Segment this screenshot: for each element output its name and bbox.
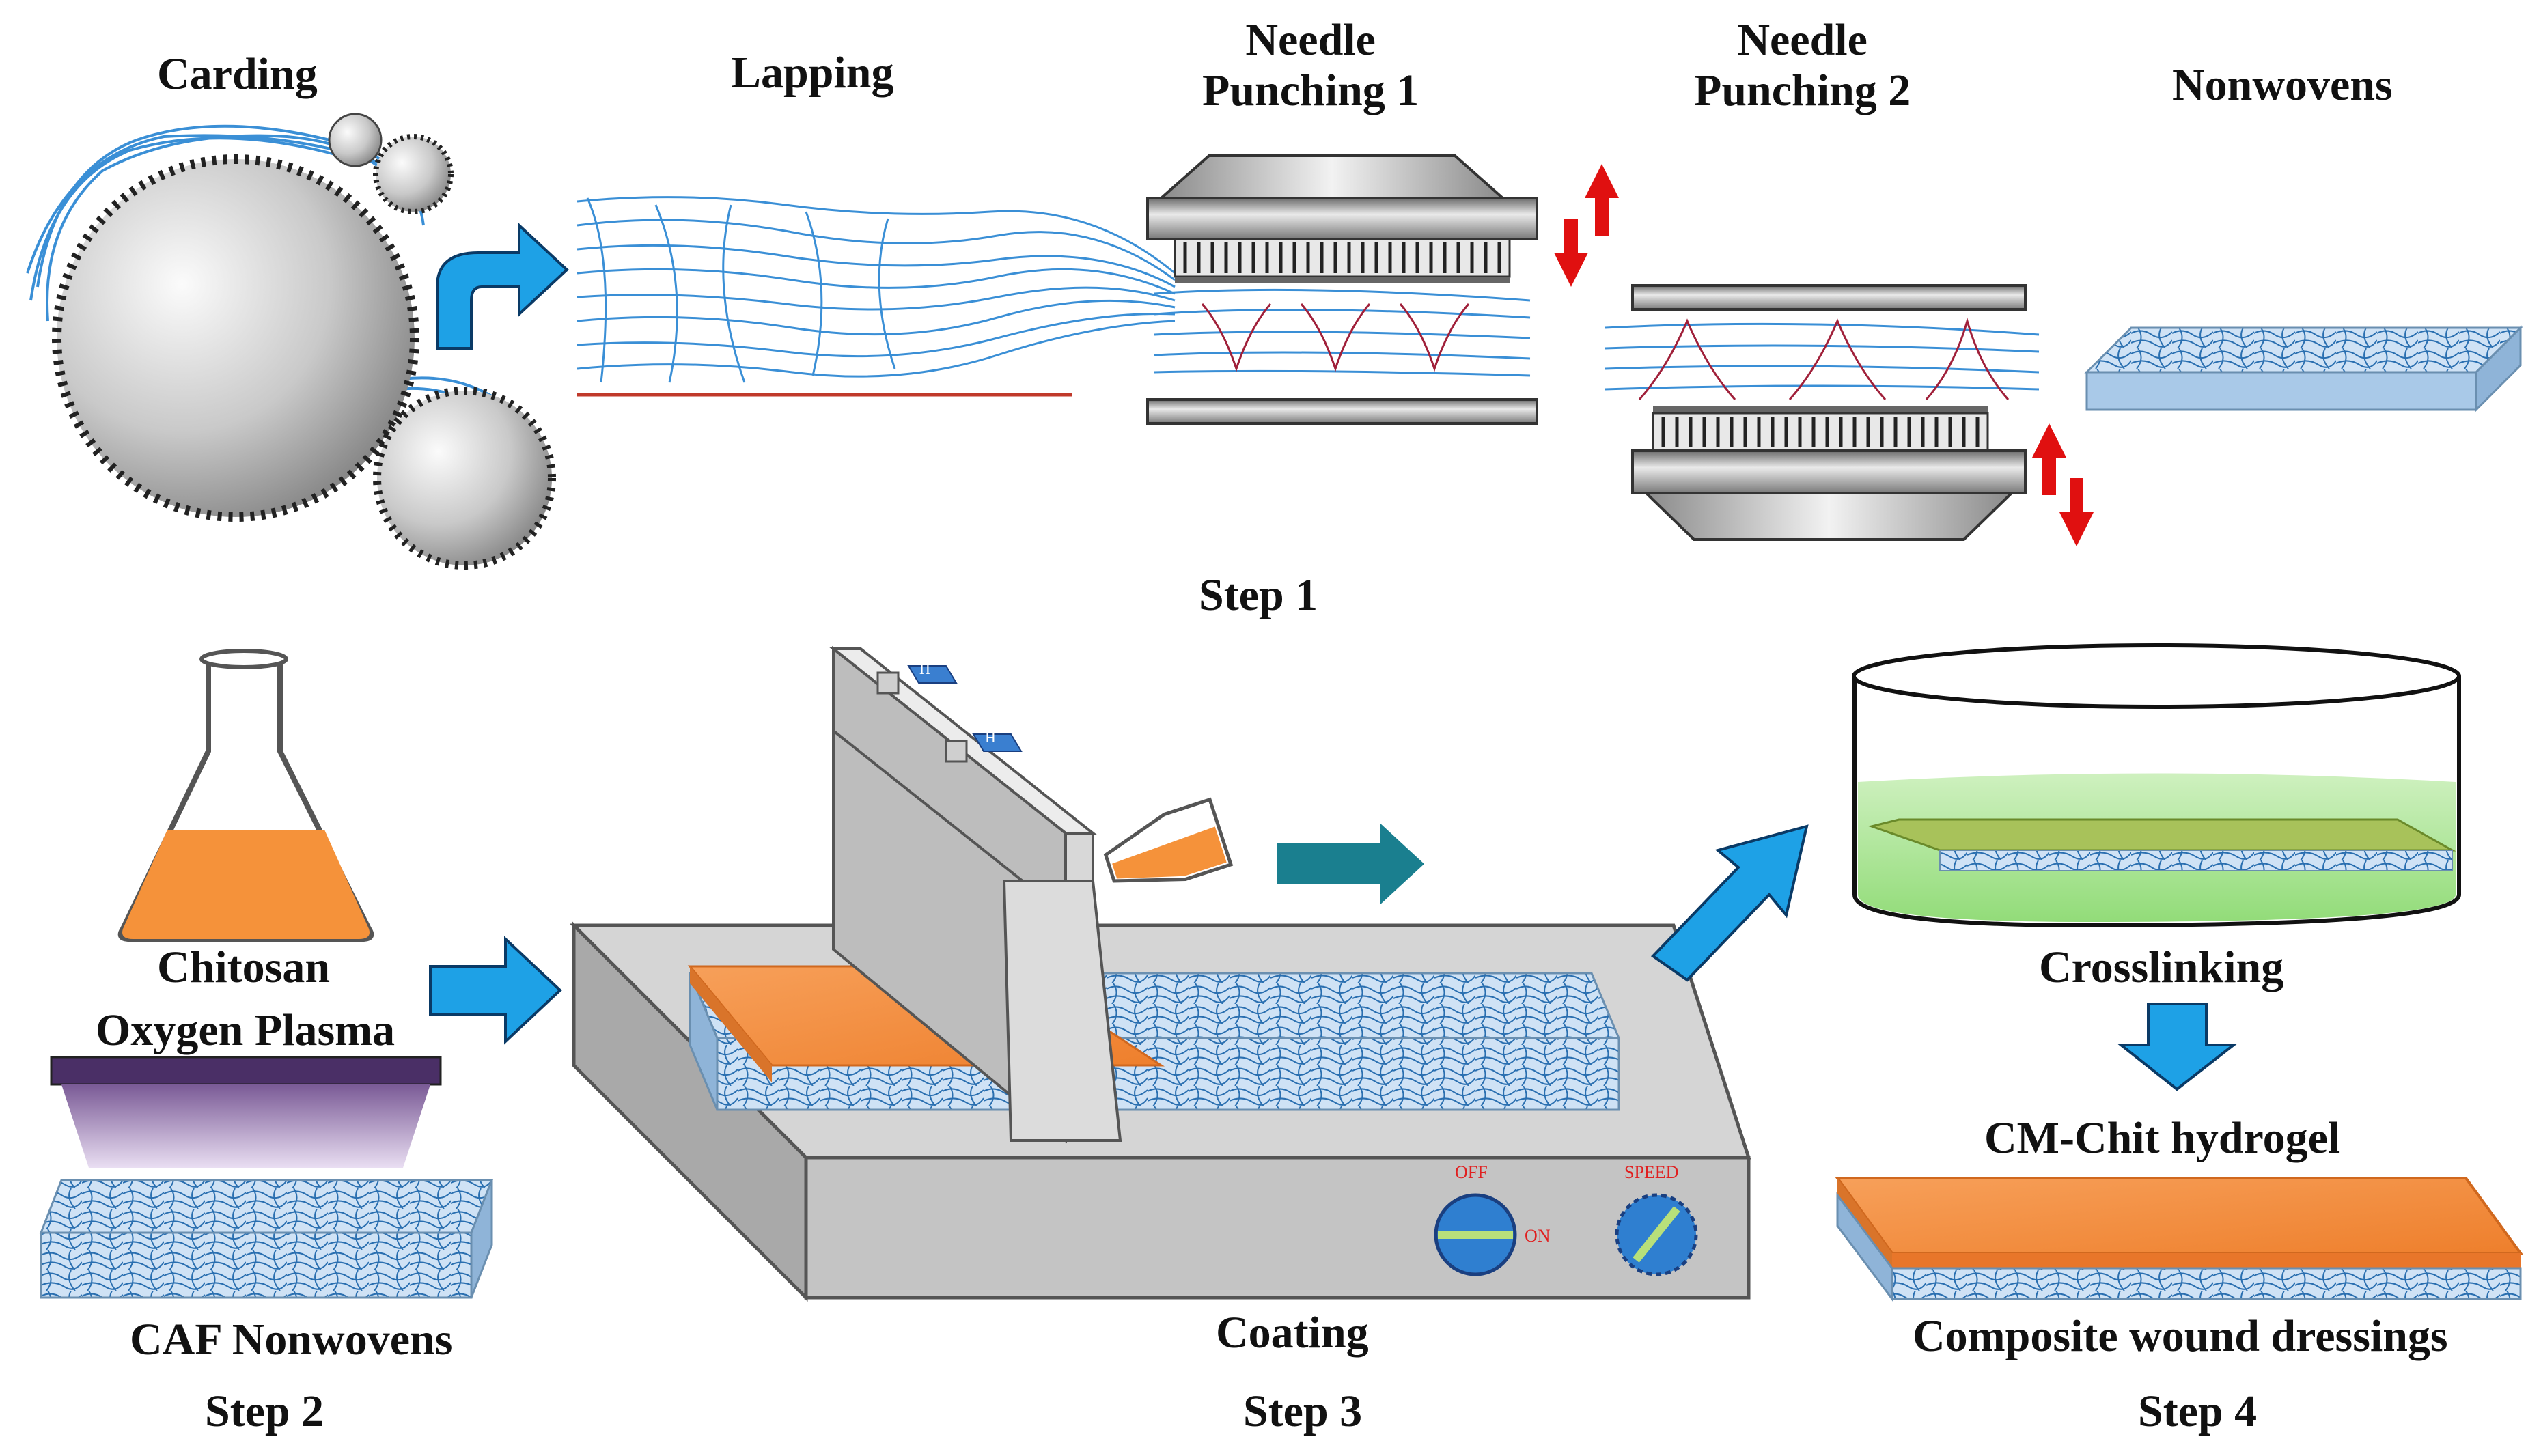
needle-punching-2-line1: Needle bbox=[1737, 15, 1867, 65]
composite-dressing bbox=[1835, 1177, 2523, 1302]
needle-punch-1 bbox=[1146, 154, 1538, 425]
pouring-flask bbox=[1103, 797, 1234, 883]
doffer-roller bbox=[373, 387, 556, 570]
head-tag-1: H bbox=[919, 660, 930, 677]
step4-label: Step 4 bbox=[2138, 1386, 2258, 1436]
knob-off-label: OFF bbox=[1455, 1162, 1488, 1182]
caf-nonwovens-label: CAF Nonwovens bbox=[130, 1315, 453, 1364]
small-roller-2 bbox=[373, 134, 454, 214]
up-down-arrows-1 bbox=[1554, 164, 1619, 287]
step3-label: Step 3 bbox=[1243, 1386, 1363, 1436]
crosslinking-label: Crosslinking bbox=[2039, 942, 2284, 992]
carding-to-lapping-arrow bbox=[436, 222, 569, 350]
caf-nonwoven-sheet bbox=[39, 1179, 494, 1299]
step3-to-step4-arrow bbox=[1650, 824, 1809, 982]
lapping-web bbox=[577, 196, 1176, 383]
petri-dish bbox=[1852, 643, 2461, 928]
pour-direction-arrow bbox=[1277, 823, 1424, 905]
coating-label: Coating bbox=[1216, 1308, 1369, 1358]
knob-on-label: ON bbox=[1525, 1226, 1551, 1246]
needle-punching-1-label: Needle Punching 1 bbox=[1202, 15, 1419, 116]
hydrogel-label: CM-Chit hydrogel bbox=[1984, 1113, 2341, 1163]
knob-speed-label: SPEED bbox=[1624, 1162, 1679, 1182]
needle-punch-2 bbox=[1605, 284, 2040, 541]
needle-punching-2-label: Needle Punching 2 bbox=[1694, 15, 1911, 116]
up-down-arrows-2 bbox=[2032, 423, 2094, 546]
small-roller-1 bbox=[328, 113, 383, 167]
coating-machine bbox=[569, 645, 1751, 1302]
chitosan-flask bbox=[117, 649, 374, 942]
carding-machine bbox=[26, 113, 556, 570]
needle-punching-1-line1: Needle bbox=[1245, 15, 1376, 65]
main-drum bbox=[52, 154, 419, 522]
needle-punching-2-line2: Punching 2 bbox=[1694, 65, 1911, 115]
needle-punching-1-line2: Punching 1 bbox=[1202, 65, 1419, 115]
step1-label: Step 1 bbox=[1199, 570, 1318, 620]
composite-dressing-label: Composite wound dressings bbox=[1913, 1311, 2448, 1361]
nonwoven-sheet bbox=[2084, 325, 2523, 412]
chitosan-label: Chitosan bbox=[157, 942, 331, 992]
carding-label: Carding bbox=[157, 49, 318, 99]
crosslinking-down-arrow bbox=[2117, 1003, 2238, 1091]
step2-label: Step 2 bbox=[205, 1386, 324, 1436]
head-tag-2: H bbox=[985, 729, 996, 746]
step2-to-step3-arrow bbox=[429, 936, 562, 1045]
lapping-label: Lapping bbox=[731, 48, 894, 98]
nonwovens-label: Nonwovens bbox=[2172, 60, 2393, 110]
oxygen-plasma-label: Oxygen Plasma bbox=[96, 1005, 395, 1055]
plasma-source bbox=[50, 1056, 442, 1168]
